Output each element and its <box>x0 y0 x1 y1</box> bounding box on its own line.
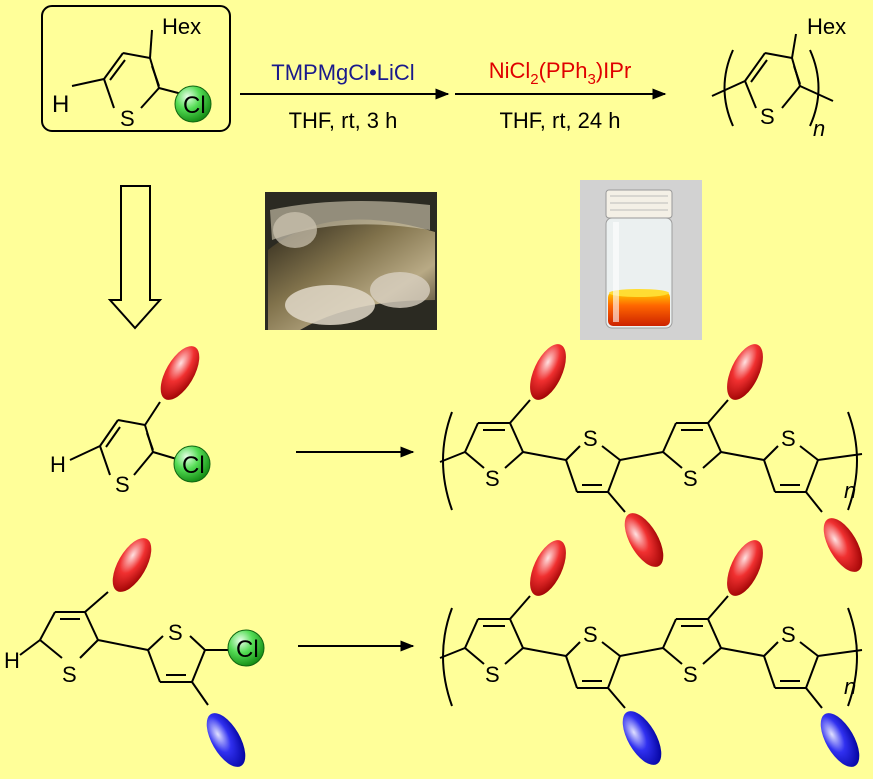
row2-poly-n: n <box>844 478 856 503</box>
row3-cl-label: Cl <box>236 636 259 663</box>
monomer-2-chloro-3-hexylthiophene <box>71 29 183 109</box>
row3-polymer <box>439 595 863 709</box>
monomer-highlight-box <box>41 5 231 132</box>
reagent-2-mid: (PPh <box>539 58 588 83</box>
monomer-h-label: H <box>52 91 69 118</box>
polymer-s-label: S <box>760 104 775 129</box>
row2-monomer <box>69 401 181 476</box>
conditions-1-label: THF, rt, 3 h <box>289 108 398 133</box>
monomer-cl-label: Cl <box>183 92 206 119</box>
red-side-chain-icon <box>112 538 152 592</box>
row2-poly-s-b: S <box>583 426 598 451</box>
blue-side-chain-icon <box>820 713 860 767</box>
red-side-chain-icon <box>727 344 763 400</box>
red-side-chain-icon <box>530 344 566 400</box>
red-side-chain-icon <box>823 518 863 572</box>
film-photo <box>265 192 437 330</box>
red-side-chain-icon <box>160 346 200 400</box>
row2-poly-s-c: S <box>683 466 698 491</box>
polymer-n-label: n <box>813 116 825 141</box>
reagent-2-label: NiCl2(PPh3)IPr <box>489 58 632 88</box>
row3-poly-s-b: S <box>583 622 598 647</box>
row3-poly-n: n <box>844 674 856 699</box>
vial-photo <box>580 180 702 340</box>
red-side-chain-icon <box>530 540 566 596</box>
row3-poly-s-d: S <box>781 622 796 647</box>
row2-poly-s-a: S <box>485 466 500 491</box>
reagent-2-prefix: NiCl <box>489 58 531 83</box>
polymer-hex-label: Hex <box>807 14 846 39</box>
red-side-chain-icon <box>727 540 763 596</box>
conditions-2-label: THF, rt, 24 h <box>499 108 620 133</box>
hollow-down-arrow-icon <box>107 185 163 330</box>
row2-h-label: H <box>50 452 66 477</box>
red-side-chain-icon <box>624 513 664 567</box>
row3-h-label: H <box>4 648 20 673</box>
row3-poly-s-c: S <box>683 662 698 687</box>
row3-bithiophene-monomer <box>19 591 230 706</box>
blue-side-chain-icon <box>206 713 246 767</box>
reagent-2-sub2: 3 <box>588 71 596 88</box>
row2-cl-label: Cl <box>182 452 205 479</box>
monomer-s-label: S <box>120 106 135 131</box>
poly-3-hexylthiophene <box>711 33 834 127</box>
row2-s-label: S <box>115 472 130 497</box>
row2-poly-s-d: S <box>781 426 796 451</box>
row3-s-label-1: S <box>62 662 77 687</box>
reagent-2-suffix: )IPr <box>596 58 631 83</box>
row2-polymer <box>439 399 863 513</box>
reagent-1-label: TMPMgCl•LiCl <box>271 60 414 85</box>
blue-side-chain-icon <box>622 711 662 765</box>
chloro-ball-icon <box>174 85 212 123</box>
chloro-ball-icon <box>173 445 211 483</box>
row3-poly-s-a: S <box>485 662 500 687</box>
reagent-2-sub1: 2 <box>530 71 538 88</box>
monomer-hex-label: Hex <box>162 14 201 39</box>
row3-s-label-2: S <box>168 620 183 645</box>
chloro-ball-icon <box>227 629 265 667</box>
